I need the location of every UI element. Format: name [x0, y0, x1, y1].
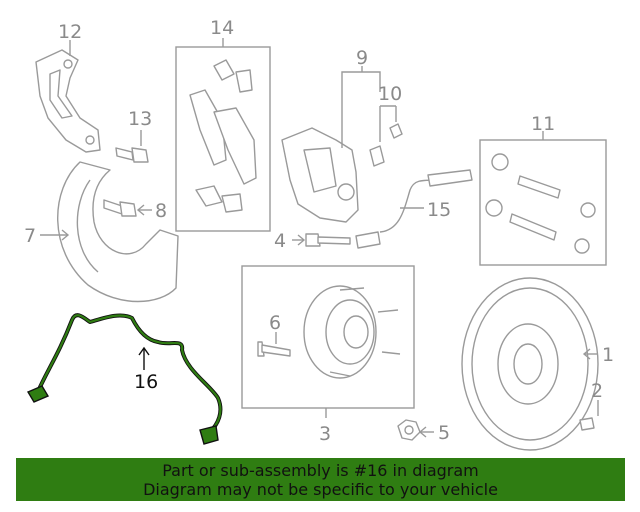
- label-2: 2: [591, 380, 603, 402]
- label-1: 1: [602, 344, 614, 366]
- part-8-bolt: [103, 199, 152, 217]
- part-7-splash-shield: [40, 161, 179, 303]
- label-8: 8: [155, 200, 167, 222]
- part-13-bolt: [115, 130, 149, 163]
- part-11-guide-pin-kit: [479, 131, 607, 266]
- banner-line-1: Part or sub-assembly is #16 in diagram: [162, 461, 479, 480]
- part-5-nut: [397, 419, 434, 441]
- label-15: 15: [427, 199, 451, 221]
- part-10-bleeder: [369, 105, 403, 167]
- label-5: 5: [438, 422, 450, 444]
- brake-assembly-diagram: 12 13 7 8 14 9: [24, 17, 614, 451]
- label-14: 14: [210, 17, 234, 39]
- part-3-hub-bearing: [241, 265, 415, 418]
- part-12-caliper-bracket: [35, 40, 101, 153]
- label-4: 4: [274, 230, 286, 252]
- part-1-rotor: [461, 277, 599, 451]
- label-12: 12: [58, 21, 82, 43]
- label-7: 7: [24, 225, 36, 247]
- label-9: 9: [356, 47, 368, 69]
- part-6-wheel-stud: [257, 332, 291, 357]
- label-10: 10: [378, 83, 402, 105]
- label-16: 16: [134, 371, 158, 393]
- part-2-screw: [579, 400, 599, 431]
- part-info-banner: Part or sub-assembly is #16 in diagram D…: [16, 458, 625, 501]
- label-11: 11: [531, 113, 555, 135]
- label-6: 6: [269, 312, 281, 334]
- part-15-brake-hose: [355, 169, 473, 249]
- label-13: 13: [128, 108, 152, 130]
- part-4-bolt: [292, 233, 351, 247]
- part-14-pad-kit: [175, 38, 271, 232]
- part-9-caliper: [281, 66, 381, 223]
- banner-line-2: Diagram may not be specific to your vehi…: [143, 480, 498, 499]
- part-16-abs-sensor: [26, 313, 223, 445]
- label-3: 3: [319, 423, 331, 445]
